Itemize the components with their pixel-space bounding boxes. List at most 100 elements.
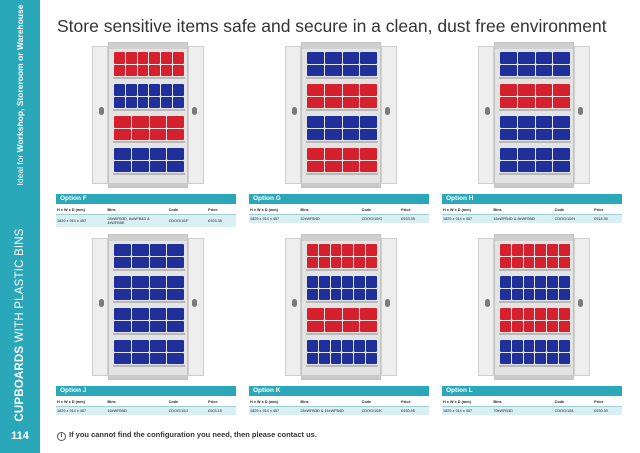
- spec-row: 1829 x 914 x 457 16xWFB5D CDOG/10/J £903…: [56, 406, 236, 415]
- cupboard-base: [495, 375, 573, 379]
- cell-dimensions: 1829 x 914 x 457: [56, 406, 107, 415]
- plastic-bin: [318, 244, 330, 256]
- plastic-bin: [342, 288, 354, 300]
- page-headline: Store sensitive items safe and secure in…: [57, 16, 607, 36]
- cupboard-base: [109, 375, 187, 379]
- cell-bins: 32xWFB4D: [299, 214, 361, 223]
- plastic-bin: [114, 128, 131, 140]
- col-dimensions: H x W x D (mm): [56, 206, 107, 215]
- col-bins: Bins: [492, 206, 554, 215]
- shelf: [499, 147, 571, 175]
- plastic-bin: [535, 96, 553, 108]
- plastic-bin: [547, 244, 559, 256]
- cupboard-photo: [56, 232, 236, 382]
- cell-price: £930.30: [593, 406, 622, 415]
- plastic-bin: [342, 64, 360, 76]
- option-label: Option F: [56, 194, 236, 204]
- plastic-bin: [114, 320, 131, 332]
- plastic-bin: [500, 288, 511, 300]
- shelf: [499, 307, 571, 335]
- plastic-bin: [511, 352, 523, 364]
- plastic-bin: [360, 320, 377, 332]
- plastic-bin: [137, 84, 149, 96]
- col-bins: Bins: [106, 206, 168, 215]
- plastic-bin: [114, 288, 131, 300]
- option-label: Option H: [442, 194, 622, 204]
- cell-bins: 16xWFB4D & 8xWFB5D: [492, 214, 554, 223]
- plastic-bin: [517, 148, 535, 160]
- plastic-bin: [535, 244, 547, 256]
- plastic-bin: [330, 352, 342, 364]
- plastic-bin: [307, 84, 324, 96]
- right-door: [188, 238, 204, 376]
- col-dimensions: H x W x D (mm): [249, 206, 300, 215]
- plastic-bin: [535, 128, 553, 140]
- cell-code: CDOG/10/H: [553, 214, 594, 223]
- spec-header-row: H x W x D (mm) Bins Code Price: [56, 398, 236, 407]
- door-handle-icon: [292, 107, 297, 115]
- plastic-bin: [161, 84, 173, 96]
- plastic-bin: [500, 256, 511, 268]
- plastic-bin: [500, 148, 517, 160]
- plastic-bin: [511, 256, 523, 268]
- plastic-bin: [354, 340, 366, 352]
- plastic-bin: [559, 288, 570, 300]
- plastic-bin: [517, 84, 535, 96]
- door-handle-icon: [385, 299, 390, 307]
- spec-header-row: H x W x D (mm) Bins Code Price: [442, 398, 622, 407]
- plastic-bin: [114, 84, 125, 96]
- shelf: [306, 339, 378, 367]
- plastic-bin: [318, 256, 330, 268]
- cupboard-top: [495, 235, 573, 241]
- right-door: [574, 238, 590, 376]
- option-label: Option K: [249, 386, 429, 396]
- plastic-bin: [553, 160, 570, 172]
- plastic-bin: [354, 288, 366, 300]
- shelf: [113, 83, 185, 111]
- col-price: Price: [400, 398, 429, 407]
- plastic-bin: [131, 320, 149, 332]
- plastic-bin: [342, 148, 360, 160]
- plastic-bin: [149, 276, 167, 288]
- left-door: [285, 46, 301, 184]
- plastic-bin: [500, 52, 517, 64]
- cupboard-photo: [442, 40, 622, 190]
- plastic-bin: [131, 160, 149, 172]
- plastic-bin: [535, 116, 553, 128]
- cell-code: CDOG/10/K: [360, 406, 401, 415]
- plastic-bin: [535, 308, 547, 320]
- shelf: [113, 339, 185, 367]
- plastic-bin: [500, 96, 517, 108]
- plastic-bin: [131, 308, 149, 320]
- plastic-bin: [149, 352, 167, 364]
- shelf: [306, 51, 378, 79]
- plastic-bin: [553, 64, 570, 76]
- plastic-bin: [307, 308, 324, 320]
- cupboard-top: [302, 235, 380, 241]
- sidebar-tagline: Ideal for Workshop, Storeroom or Warehou…: [15, 5, 25, 186]
- plastic-bin: [360, 96, 377, 108]
- plastic-bin: [330, 276, 342, 288]
- cupboard-body: [108, 234, 188, 380]
- left-door: [92, 238, 108, 376]
- plastic-bin: [161, 52, 173, 64]
- shelf: [306, 147, 378, 175]
- plastic-bin: [318, 288, 330, 300]
- plastic-bin: [114, 52, 125, 64]
- plastic-bin: [547, 276, 559, 288]
- plastic-bin: [360, 84, 377, 96]
- shelf: [306, 115, 378, 143]
- plastic-bin: [125, 52, 137, 64]
- plastic-bin: [500, 244, 511, 256]
- door-handle-icon: [385, 107, 390, 115]
- plastic-bin: [324, 160, 342, 172]
- col-bins: Bins: [299, 206, 361, 215]
- col-code: Code: [360, 398, 401, 407]
- cell-bins: 16xWFB5D: [106, 406, 168, 415]
- plastic-bin: [500, 84, 517, 96]
- plastic-bin: [307, 320, 324, 332]
- plastic-bin: [167, 256, 184, 268]
- plastic-bin: [114, 244, 131, 256]
- col-price: Price: [207, 398, 236, 407]
